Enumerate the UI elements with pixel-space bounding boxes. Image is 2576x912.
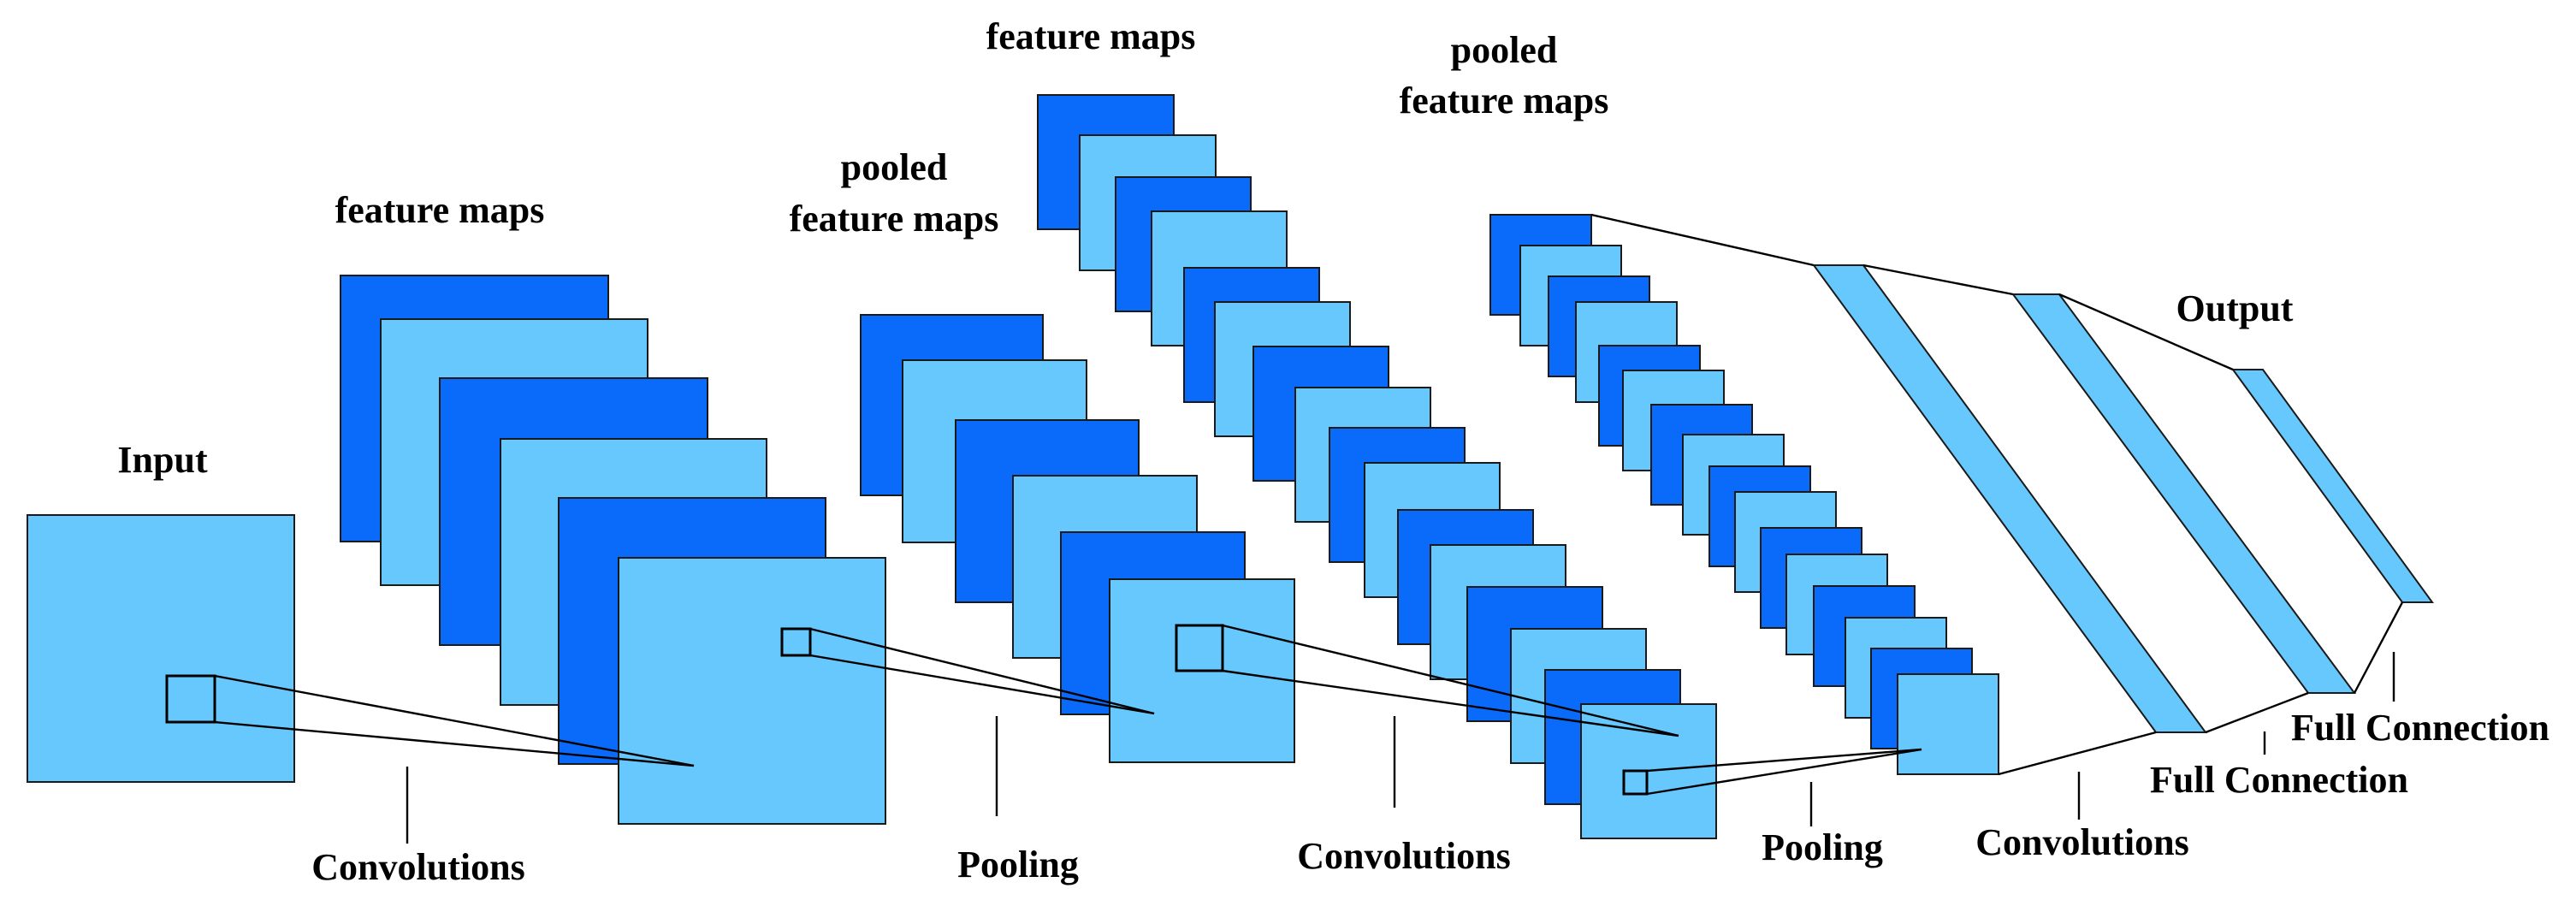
projection-lines [214,213,2404,796]
input-map [27,514,295,783]
conv2-to-pool2-line-bottom [1646,748,1922,796]
conv2-to-pool2-line-top [1646,748,1922,773]
conv1-map-6 [618,557,886,825]
diagram-labels: Input feature maps pooled feature maps f… [117,15,2549,888]
pool1-feature-maps [860,314,1295,763]
pool1-kernel-window [1175,624,1224,672]
pooled-feature-maps-label-2-line-2: feature maps [1400,80,1609,121]
convolutions-label-1: Convolutions [311,846,524,888]
pool1-to-conv2-line-bottom [1222,669,1679,737]
full-connection-label-1: Full Connection [2150,759,2408,801]
pool2-to-dense1-line-top [1590,213,1815,267]
output-layer [2231,369,2434,603]
feature-maps-label-1: feature maps [335,189,545,231]
input-layer [27,514,295,783]
input-kernel-window [165,674,216,724]
label-ticks [406,652,2395,844]
dense1-to-dense2-line-top [1862,264,2014,296]
conv2-feature-maps [1037,94,1717,839]
pool2-to-dense1-line-bottom [1998,731,2157,776]
conv1-to-pool1-line-top [809,627,1155,715]
conv2-kernel-window [1622,769,1649,796]
feature-maps-label-2: feature maps [986,15,1196,57]
conv1-to-pool1-line-bottom [809,654,1155,715]
input-label: Input [117,439,208,481]
pooled-feature-maps-label-1-line-2: feature maps [790,198,999,240]
pool1-to-conv2-line-top [1222,624,1679,737]
dense1-to-dense2-line-bottom [2205,691,2309,734]
pooling-label-2: Pooling [1762,826,1883,868]
conv1-feature-maps [340,275,886,825]
convolutions-label-3: Convolutions [1975,821,2188,863]
input-to-conv1-line-bottom [214,720,695,767]
pooling-label-1: Pooling [957,844,1079,885]
output-label: Output [2176,287,2294,329]
conv1-kernel-window [780,627,812,657]
pooled-feature-maps-label-1-line-1: pooled [841,146,948,188]
dense2-to-output-line-bottom [2353,601,2404,694]
dense2-to-output-line-top [2058,293,2234,371]
full-connection-label-2: Full Connection [2291,707,2549,749]
pool2-feature-maps [1489,214,1999,775]
pool2-map-16 [1897,673,1999,775]
dense-layer-2 [2011,293,2356,694]
convolutions-label-2: Convolutions [1297,835,1510,877]
pooled-feature-maps-label-2-line-1: pooled [1451,29,1558,71]
input-to-conv1-line-top [214,674,695,767]
